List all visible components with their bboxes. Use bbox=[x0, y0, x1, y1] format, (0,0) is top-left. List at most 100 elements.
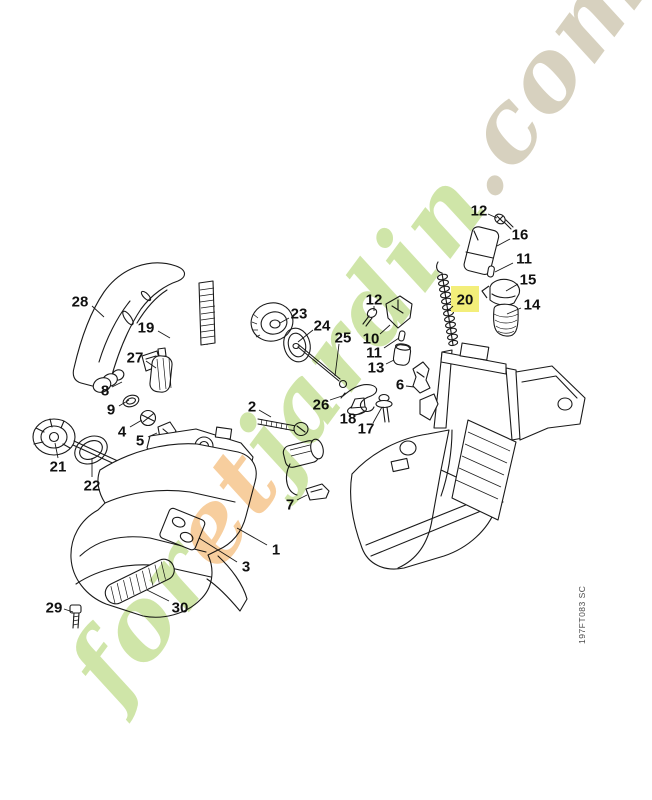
part-number: 21 bbox=[50, 459, 67, 476]
part-number: 6 bbox=[396, 377, 404, 394]
part-number: 27 bbox=[127, 350, 144, 367]
leader-line bbox=[129, 419, 143, 428]
part-number: 29 bbox=[46, 600, 63, 617]
coil-module bbox=[282, 438, 324, 496]
part-number: 10 bbox=[363, 331, 380, 348]
leader-line bbox=[145, 360, 157, 369]
leader-line bbox=[296, 494, 308, 501]
part-label-30: 30 bbox=[146, 589, 188, 617]
part-label-17: 17 bbox=[358, 406, 383, 438]
part-label-16: 16 bbox=[496, 227, 529, 247]
part-number: 14 bbox=[524, 297, 541, 314]
part-label-11: 11 bbox=[494, 251, 532, 273]
part-label-15: 15 bbox=[505, 272, 537, 292]
part-label-23: 23 bbox=[279, 306, 307, 324]
chainsaw-exploded-drawing bbox=[32, 213, 586, 629]
part-number: 17 bbox=[358, 421, 375, 438]
part-label-9: 9 bbox=[107, 399, 130, 419]
right-housing-assembly bbox=[350, 342, 586, 570]
part-label-28: 28 bbox=[72, 294, 105, 318]
part-17-screw-washer bbox=[375, 393, 393, 423]
part-number: 4 bbox=[118, 424, 127, 441]
part-30-grip-pad bbox=[104, 558, 175, 605]
part-25-rod bbox=[292, 342, 348, 389]
part-27-fuel-filter bbox=[149, 347, 173, 393]
part-label-29: 29 bbox=[46, 600, 74, 617]
part-number: 24 bbox=[314, 318, 331, 335]
part-number: 16 bbox=[512, 227, 529, 244]
left-housing-assembly bbox=[70, 426, 257, 618]
part-number: 9 bbox=[107, 402, 115, 419]
leader-line bbox=[63, 608, 74, 613]
part-number: 5 bbox=[136, 433, 144, 450]
part-14-buffer bbox=[493, 303, 519, 337]
highlighted-label-box bbox=[451, 286, 479, 312]
part-label-4: 4 bbox=[118, 419, 143, 441]
leader-line bbox=[146, 589, 170, 602]
part-label-11: 11 bbox=[366, 337, 400, 362]
part-2-screw bbox=[257, 418, 309, 437]
part-number: 18 bbox=[340, 411, 357, 428]
part-number: 2 bbox=[248, 399, 256, 416]
part-label-22: 22 bbox=[84, 458, 101, 495]
leader-line bbox=[334, 343, 340, 377]
part-13-sleeve bbox=[392, 343, 412, 366]
leader-line bbox=[505, 283, 519, 292]
leader-line bbox=[506, 307, 522, 315]
diagram-code: 197FT083 SC bbox=[577, 586, 587, 644]
part-label-14: 14 bbox=[506, 297, 541, 315]
part-9-o-ring bbox=[122, 394, 140, 408]
leader-line bbox=[496, 238, 511, 247]
leader-line bbox=[355, 410, 366, 416]
leader-line bbox=[157, 330, 171, 339]
leader-line bbox=[372, 406, 383, 424]
leader-line bbox=[147, 432, 158, 438]
part-label-18: 18 bbox=[340, 410, 366, 428]
part-number: 3 bbox=[242, 559, 250, 576]
part-label-7: 7 bbox=[286, 494, 308, 514]
part-number: 11 bbox=[516, 251, 532, 268]
part-11-pin-top bbox=[486, 265, 495, 278]
part-label-13: 13 bbox=[368, 359, 395, 377]
leader-line bbox=[446, 305, 454, 313]
part-12-screw-top bbox=[494, 213, 514, 230]
leader-line bbox=[487, 213, 498, 219]
part-number: 28 bbox=[72, 294, 89, 311]
part-8-grommet bbox=[92, 369, 125, 393]
part-label-24: 24 bbox=[297, 318, 331, 343]
leader-line bbox=[385, 359, 395, 365]
part-29-screw bbox=[69, 604, 82, 629]
leader-line bbox=[329, 395, 343, 401]
part-15-cap bbox=[481, 278, 521, 306]
part-label-19: 19 bbox=[138, 320, 171, 339]
part-label-5: 5 bbox=[136, 432, 158, 450]
part-number: 8 bbox=[101, 383, 109, 400]
leader-line bbox=[379, 324, 391, 335]
part-26-throttle-rod bbox=[340, 384, 378, 412]
part-16-plug-sleeve bbox=[463, 226, 500, 275]
part-7-clip bbox=[305, 483, 330, 501]
part-24-ring bbox=[283, 327, 311, 363]
part-number: 15 bbox=[520, 272, 537, 289]
part-number: 22 bbox=[84, 478, 101, 495]
part-number: 12 bbox=[471, 203, 488, 220]
leader-line bbox=[118, 399, 130, 407]
part-number: 26 bbox=[313, 397, 330, 414]
part-number: 25 bbox=[335, 330, 352, 347]
part-6-bracket bbox=[412, 361, 431, 394]
part-number: 20 bbox=[457, 292, 474, 309]
leader-line bbox=[383, 337, 400, 349]
part-number: 11 bbox=[366, 345, 382, 362]
part-label-2: 2 bbox=[248, 399, 272, 418]
part-11-pin-mid bbox=[397, 330, 406, 342]
leader-line bbox=[297, 329, 314, 343]
part-label-12: 12 bbox=[366, 292, 382, 311]
part-number: 1 bbox=[272, 542, 280, 559]
part-label-6: 6 bbox=[396, 377, 415, 394]
part-label-26: 26 bbox=[313, 395, 343, 414]
part-label-27: 27 bbox=[127, 350, 157, 369]
part-4-nut bbox=[139, 409, 157, 427]
part-number: 19 bbox=[138, 320, 155, 337]
part-19-fuel-hose bbox=[141, 280, 216, 372]
